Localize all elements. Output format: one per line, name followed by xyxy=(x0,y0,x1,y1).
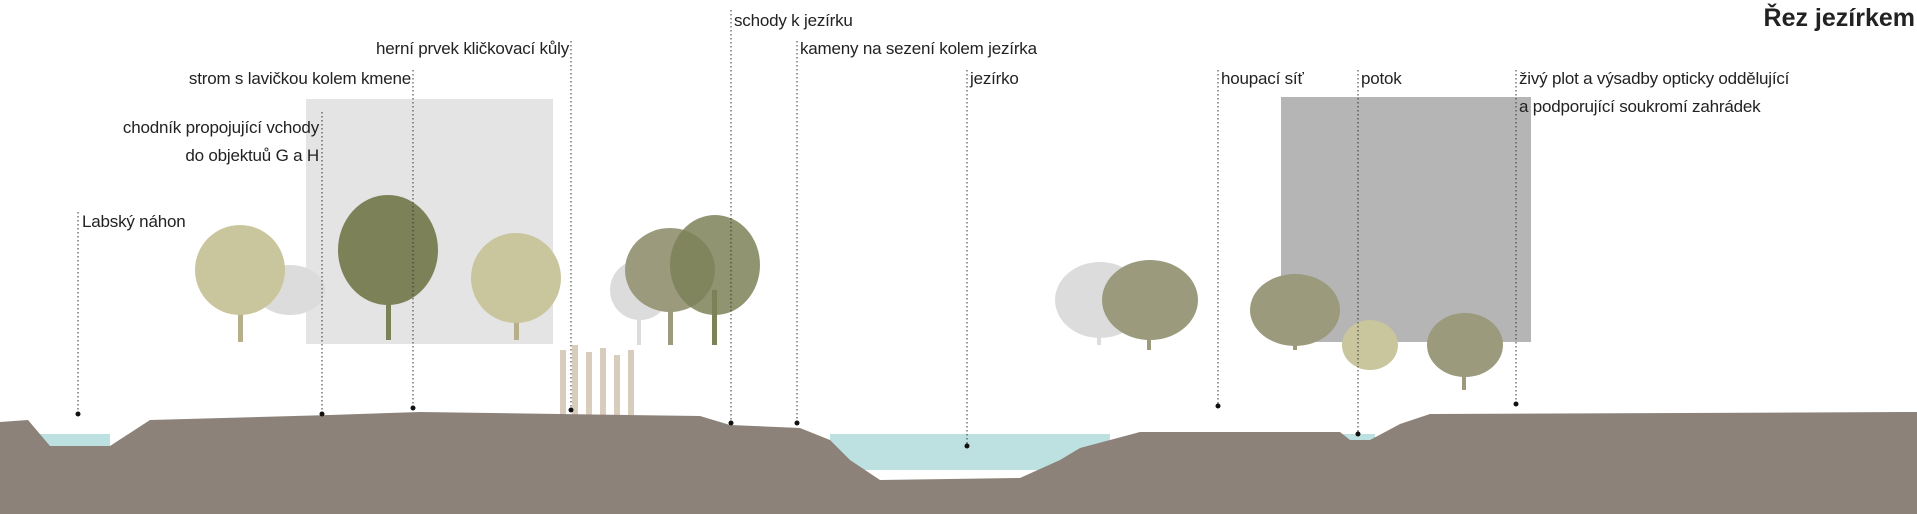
label-strom: strom s lavičkou kolem kmene xyxy=(188,69,411,88)
label-labsky-nahon: Labský náhon xyxy=(82,212,186,231)
label-zivy-plot-1: živý plot a výsadby opticky oddělující xyxy=(1519,69,1790,88)
trees xyxy=(195,195,1503,390)
label-jezirko: jezírko xyxy=(970,69,1019,88)
page-title: Řez jezírkem xyxy=(1763,4,1915,32)
label-potok: potok xyxy=(1361,69,1402,88)
label-schody: schody k jezírku xyxy=(734,11,853,30)
pond-water xyxy=(830,434,1110,470)
play-poles xyxy=(560,345,634,415)
label-zivy-plot-2: a podporující soukromí zahrádek xyxy=(1519,97,1761,116)
leader-lines xyxy=(75,10,1519,449)
label-houpaci-sit: houpací síť xyxy=(1221,69,1304,88)
ground xyxy=(0,412,1917,514)
label-chodnik-1: chodník propojující vchody xyxy=(122,118,319,137)
label-herni-prvek: herní prvek kličkovací kůly xyxy=(375,39,569,58)
label-kameny: kameny na sezení kolem jezírka xyxy=(800,39,1037,58)
label-chodnik-2: do objektuů G a H xyxy=(185,146,319,165)
